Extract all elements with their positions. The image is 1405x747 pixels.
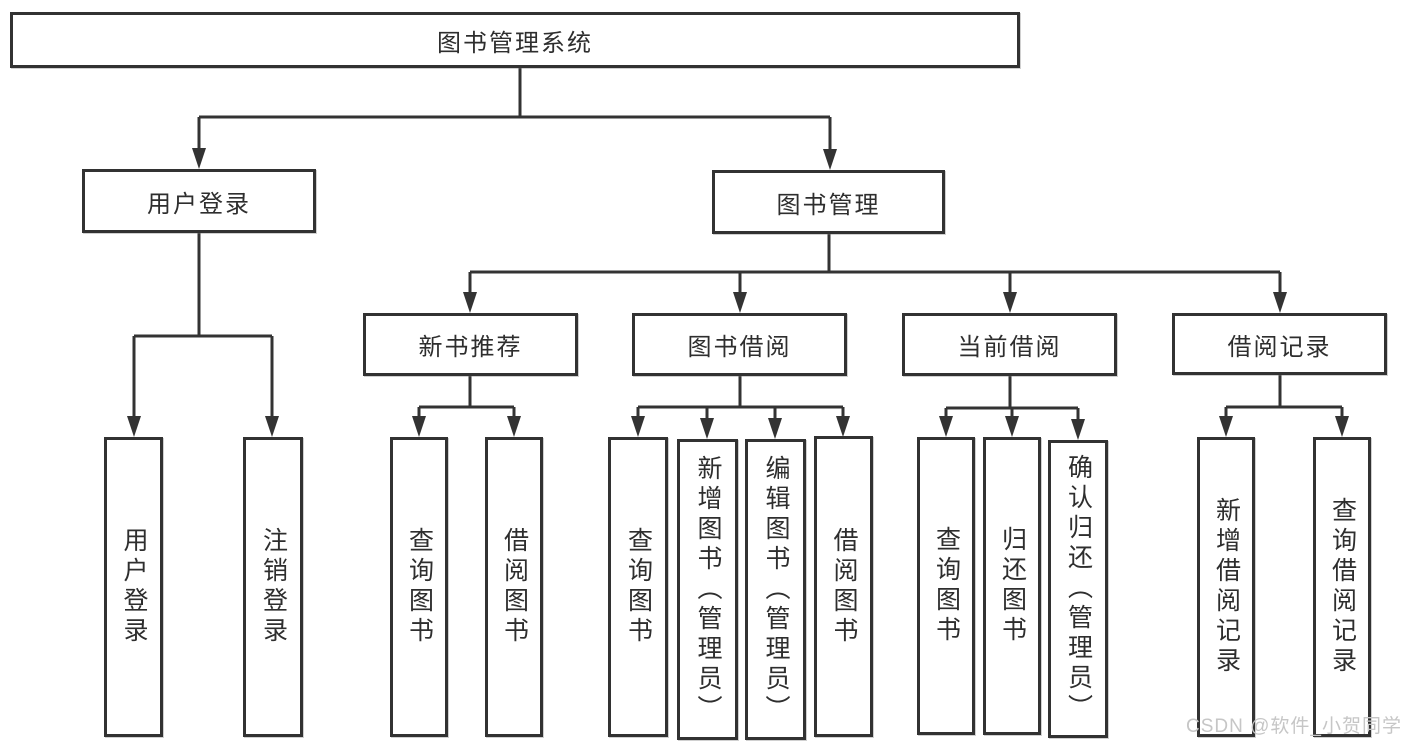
arrow-down-icon xyxy=(507,416,521,437)
connector-path xyxy=(132,68,1344,427)
leaf-edit-book-admin: 编辑图书（管理员） xyxy=(745,439,806,740)
arrow-down-icon xyxy=(127,416,141,437)
arrow-down-icon xyxy=(1071,419,1085,440)
arrow-down-icon xyxy=(631,416,645,437)
arrow-down-icon xyxy=(768,418,782,439)
leaf-return-book: 归还图书 xyxy=(983,437,1041,735)
leaf-query-book-borrow: 查询图书 xyxy=(608,437,668,737)
arrow-down-icon xyxy=(192,148,206,169)
node-borrow-record: 借阅记录 xyxy=(1172,313,1387,375)
arrow-down-icon xyxy=(733,292,747,313)
csdn-watermark: CSDN @软件_小贺同学 xyxy=(1186,716,1402,737)
node-book-management: 图书管理 xyxy=(712,170,945,234)
leaf-add-borrow-record: 新增借阅记录 xyxy=(1197,437,1255,737)
leaf-add-book-admin: 新增图书（管理员） xyxy=(677,439,738,740)
arrow-down-icon xyxy=(1335,416,1349,437)
arrow-down-icon xyxy=(412,416,426,437)
arrow-down-icon xyxy=(939,416,953,437)
leaf-query-book-current: 查询图书 xyxy=(917,437,975,735)
node-user-login: 用户登录 xyxy=(82,169,316,233)
node-root: 图书管理系统 xyxy=(10,12,1020,68)
arrow-down-icon xyxy=(1219,416,1233,437)
leaf-logout: 注销登录 xyxy=(243,437,303,737)
arrow-down-icon xyxy=(700,418,714,439)
arrow-down-icon xyxy=(1273,292,1287,313)
arrow-down-icon xyxy=(265,416,279,437)
leaf-borrow-book-recommend: 借阅图书 xyxy=(485,437,543,737)
arrow-down-icon xyxy=(1003,292,1017,313)
leaf-borrow-book: 借阅图书 xyxy=(814,436,873,737)
node-current-borrow: 当前借阅 xyxy=(902,313,1117,376)
leaf-query-borrow-record: 查询借阅记录 xyxy=(1313,437,1371,737)
arrow-down-icon xyxy=(823,149,837,170)
leaf-user-login: 用户登录 xyxy=(104,437,163,737)
arrow-down-icon xyxy=(1005,416,1019,437)
node-book-borrow: 图书借阅 xyxy=(632,313,847,376)
arrowhead-icons xyxy=(127,148,1349,440)
leaf-confirm-return-admin: 确认归还（管理员） xyxy=(1048,440,1108,738)
leaf-query-book-recommend: 查询图书 xyxy=(390,437,448,737)
arrow-down-icon xyxy=(463,292,477,313)
node-new-book-recommend: 新书推荐 xyxy=(363,313,578,376)
arrow-down-icon xyxy=(836,416,850,437)
